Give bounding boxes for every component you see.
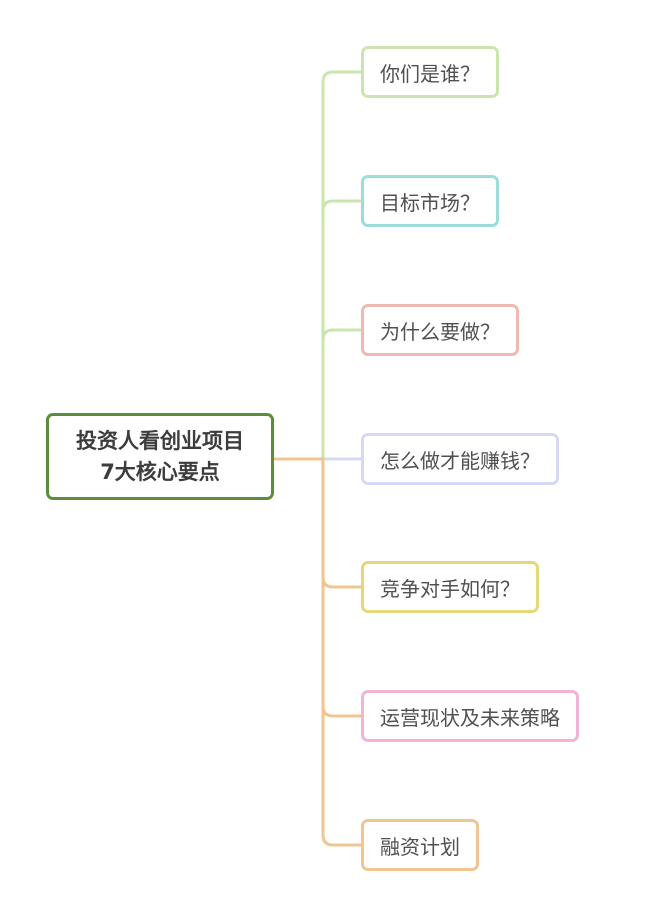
branch-node-why-do-it[interactable]: 为什么要做？: [361, 304, 519, 356]
connector-line: [272, 328, 363, 461]
root-title-line-2: 7大核心要点: [100, 459, 220, 484]
branch-node-operations-strategy[interactable]: 运营现状及未来策略: [361, 690, 579, 742]
branch-label: 融资计划: [380, 834, 460, 859]
branch-label: 为什么要做？: [380, 319, 500, 344]
branch-node-competitors[interactable]: 竞争对手如何？: [361, 561, 539, 613]
branch-label: 你们是谁？: [380, 61, 480, 86]
branch-label: 竞争对手如何？: [380, 576, 520, 601]
connector-line: [272, 457, 363, 847]
branch-node-target-market[interactable]: 目标市场？: [361, 175, 499, 227]
connector-line: [272, 199, 363, 461]
branch-label: 目标市场？: [380, 190, 480, 215]
branch-label: 运营现状及未来策略: [380, 705, 560, 730]
branch-label: 怎么做才能赚钱？: [380, 448, 540, 473]
branch-node-who-are-you[interactable]: 你们是谁？: [361, 46, 499, 98]
branch-node-how-to-profit[interactable]: 怎么做才能赚钱？: [361, 433, 559, 485]
root-title-line-1: 投资人看创业项目: [76, 428, 244, 453]
connector-line: [272, 457, 363, 589]
root-node[interactable]: 投资人看创业项目 7大核心要点: [46, 413, 274, 500]
branch-node-financing-plan[interactable]: 融资计划: [361, 819, 479, 871]
connector-line: [272, 70, 363, 461]
